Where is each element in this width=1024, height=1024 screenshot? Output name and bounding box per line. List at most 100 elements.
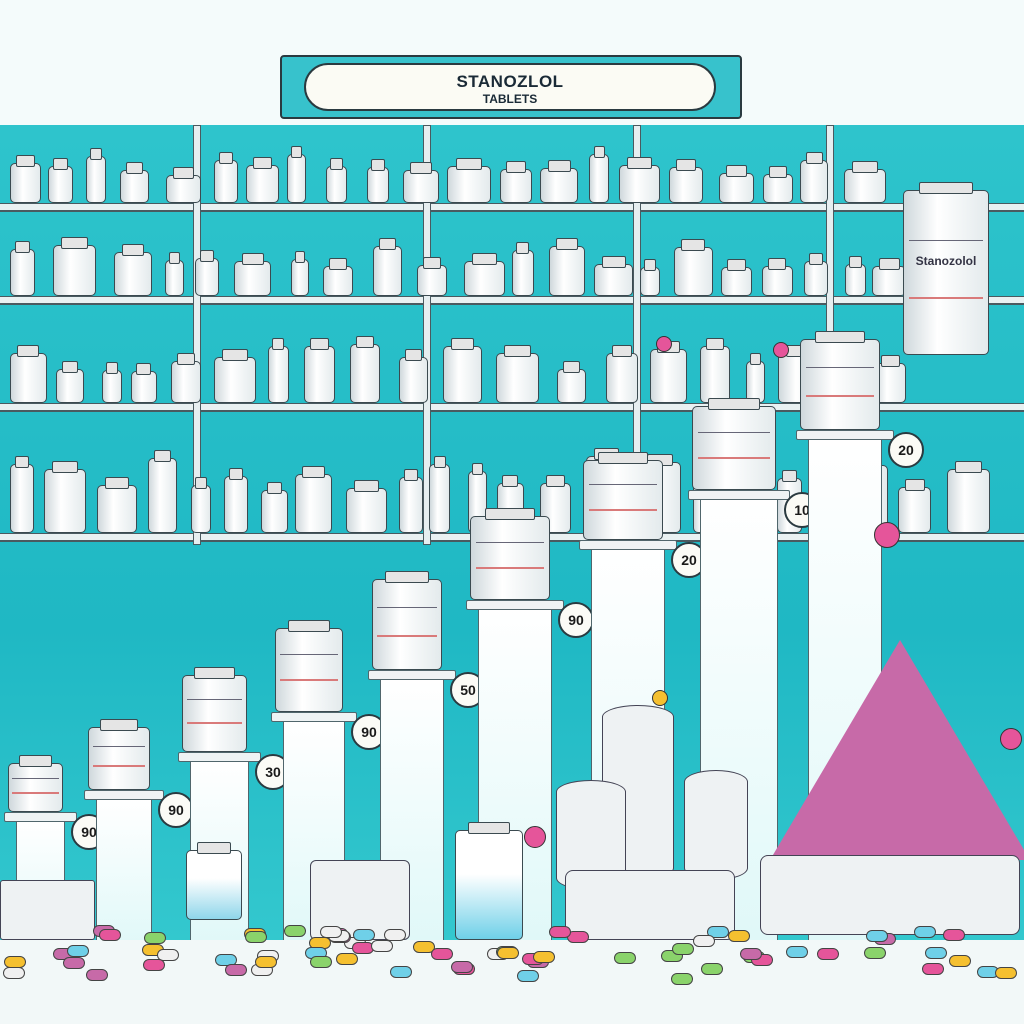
shelf-bottle [294,466,333,533]
shelf-bottle [120,161,149,203]
shelf-bottle [366,158,390,203]
bottle-label [588,484,658,511]
shelf-bottle [668,158,703,203]
shelf-bottle [114,243,152,296]
pill [728,930,751,943]
stanozolol-bottle [470,508,550,600]
featured-bottle-label: Stanozolol [909,239,983,299]
shelf-bottle [872,257,907,296]
pill [516,969,539,982]
shelf-bottle [799,152,829,203]
pill [739,948,762,961]
shelf-bottle [213,152,238,203]
pill [922,962,945,975]
pill-pyramid [770,640,1024,860]
shelf-bottle [803,252,828,296]
pill [614,952,637,965]
bottle-label [475,541,545,570]
pill [283,925,306,937]
shelf-bottle [719,165,755,203]
stanozolol-bottle [88,719,150,790]
pill [412,940,435,953]
shelf [0,203,1024,212]
shelf-bottle [10,455,35,533]
pill [948,954,971,967]
step-ledge [579,540,677,550]
shelf-bottle [746,353,766,403]
pink-pin-icon [874,522,900,548]
shelf-bottle [165,166,201,203]
shelf-bottle [214,348,256,403]
shelf-bottle [10,240,36,296]
shelf-bottle [130,362,157,403]
shelf-bottle [53,236,97,296]
shelf-bottle [721,258,753,296]
shelf-bottle [947,460,991,533]
bottle-label [186,698,243,724]
shelf-bottle [844,255,867,296]
shelf-bottle [326,157,348,203]
shelf-bottle [287,146,307,203]
shelf-bottle [246,156,279,203]
bottle-label [805,366,875,397]
shelf-bottle [618,157,660,203]
pill [62,956,85,969]
shelf-bottle [639,259,661,296]
pill [384,929,407,942]
shelf-bottle [234,253,272,296]
step-ledge [368,670,456,680]
step-ledge [84,790,164,800]
step-ledge [466,600,564,610]
stanozolol-bottle [8,755,63,812]
shelf [0,403,1024,412]
stanozolol-bottle [372,571,442,670]
shelf-bottle [10,155,41,203]
sign-title: STANOZLOL [456,72,564,91]
shelf-bottle [10,345,47,403]
shelf-bottle [549,238,585,296]
shelf-bottle [398,468,423,533]
shelf [0,296,1024,305]
pill-box [0,880,95,940]
pill [143,959,166,972]
tablet-stack [684,770,748,880]
shelf-bottle [673,238,714,296]
shelf-bottle [97,476,138,533]
shelf-bottle [398,349,428,403]
shelf-bottle [700,338,730,403]
shelf-bottle [147,450,177,533]
pill [255,955,278,968]
shelf-bottle [429,456,451,533]
shelf-bottle [649,341,688,403]
shelf-bottle [763,166,794,203]
tray [565,870,735,940]
pill [994,967,1017,980]
pill [86,969,109,982]
shelf-bottle [499,160,533,203]
bottle-label [697,431,771,460]
shelf-bottle [443,337,482,403]
pill [245,931,268,944]
shelf-bottle [447,157,491,203]
stanozolol-bottle [800,331,880,430]
pill [352,929,375,942]
pill [390,966,413,979]
shelf-bottle [261,482,288,533]
shelf-bottle [350,336,381,403]
shelf-bottle [495,345,540,403]
shelf-bottle [589,146,610,203]
shelf-bottle [323,257,353,296]
shelf-bottle [102,361,123,403]
step-ledge [178,752,261,762]
pill [319,926,342,939]
pill [943,929,966,942]
bottle-label [279,653,339,682]
stanozolol-bottle [583,451,663,540]
pill [913,925,936,938]
pill [865,930,888,943]
shelf-post [193,125,201,545]
shelf-bottle [195,250,219,296]
shelf-bottle [416,256,447,296]
shelf-bottle [290,250,310,296]
